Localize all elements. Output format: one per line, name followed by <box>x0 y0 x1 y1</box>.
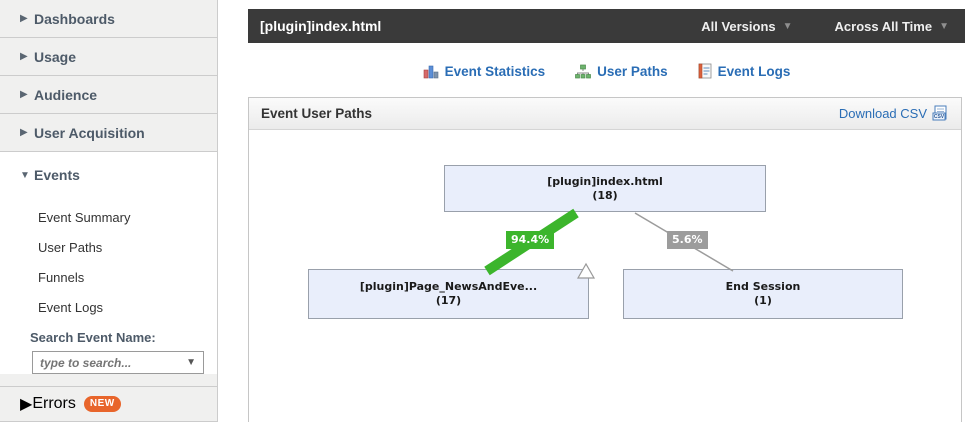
chevron-down-icon: ▼ <box>20 169 30 181</box>
node-count: (1) <box>754 294 772 307</box>
sidebar-item-label: User Acquisition <box>34 124 145 141</box>
log-icon <box>698 63 712 79</box>
search-event-name-label: Search Event Name: <box>30 330 156 345</box>
versions-dropdown[interactable]: All Versions ▼ <box>701 19 792 34</box>
versions-dropdown-label: All Versions <box>701 18 776 34</box>
sidebar-item-label: Audience <box>34 86 98 103</box>
node-label: End Session <box>725 280 801 293</box>
edge-percent-gray: 5.6% <box>667 231 708 249</box>
submenu-item-user-paths[interactable]: User Paths <box>38 239 103 255</box>
submenu-item-event-logs[interactable]: Event Logs <box>38 299 104 315</box>
node-count: (18) <box>592 188 618 202</box>
tab-event-logs[interactable]: Event Logs <box>698 63 791 79</box>
chevron-right-icon: ▶ <box>20 127 28 138</box>
sidebar: ▶ Dashboards ▶ Usage ▶ Audience ▶ User A… <box>0 0 218 422</box>
download-csv-link[interactable]: Download CSV CSV <box>839 105 949 122</box>
path-node-child-1[interactable]: End Session (1) <box>623 269 903 319</box>
submenu-item-funnels[interactable]: Funnels <box>38 269 85 285</box>
tab-user-paths[interactable]: User Paths <box>575 64 668 79</box>
time-range-dropdown-label: Across All Time <box>834 18 933 34</box>
panel-header: Event User Paths Download CSV CSV <box>249 98 961 130</box>
event-view-tabs: Event Statistics User Paths Event Logs <box>248 59 965 83</box>
node-label: [plugin]index.html <box>547 174 663 188</box>
sidebar-item-audience[interactable]: ▶ Audience <box>0 76 217 114</box>
event-search-input[interactable] <box>40 355 170 370</box>
node-label: [plugin]Page_NewsAndEve... <box>359 280 538 293</box>
tab-label: User Paths <box>597 63 668 79</box>
sidebar-item-events[interactable]: ▼ Events <box>0 152 217 198</box>
chevron-right-icon: ▶ <box>20 13 28 24</box>
chevron-down-icon: ▼ <box>782 20 793 32</box>
sidebar-item-label: Dashboards <box>34 10 115 27</box>
path-node-child-0[interactable]: [plugin]Page_NewsAndEve... (17) <box>308 269 589 319</box>
edge-percent-green: 94.4% <box>506 231 555 249</box>
chevron-right-icon: ▶ <box>20 89 28 100</box>
new-badge: NEW <box>83 396 121 412</box>
chevron-down-icon[interactable]: ▼ <box>186 357 196 368</box>
events-submenu: Event Summary User Paths Funnels Event L… <box>0 198 217 374</box>
chevron-down-icon: ▼ <box>939 20 949 32</box>
event-search-combobox[interactable]: ▼ <box>32 351 204 374</box>
sidebar-item-label: Events <box>34 167 80 183</box>
event-title: [plugin]index.html <box>260 18 382 34</box>
panel-title: Event User Paths <box>261 106 373 121</box>
time-range-dropdown[interactable]: Across All Time ▼ <box>835 19 949 34</box>
tab-event-statistics[interactable]: Event Statistics <box>423 63 546 79</box>
node-count: (17) <box>435 294 462 307</box>
download-csv-label: Download CSV <box>838 106 927 121</box>
chevron-right-icon: ▶ <box>20 51 28 62</box>
sidebar-item-dashboards[interactable]: ▶ Dashboards <box>0 0 217 38</box>
bar-chart-icon <box>423 65 438 78</box>
sidebar-item-user-acquisition[interactable]: ▶ User Acquisition <box>0 114 217 152</box>
tree-icon <box>575 64 591 78</box>
csv-file-icon: CSV <box>932 105 947 121</box>
submenu-item-event-summary[interactable]: Event Summary <box>38 209 131 225</box>
sidebar-item-label: Usage <box>34 48 77 65</box>
event-header-bar: [plugin]index.html All Versions ▼ Across… <box>248 9 965 43</box>
tab-label: Event Logs <box>717 63 791 79</box>
user-paths-diagram: [plugin]index.html (18) [plugin]Page_New… <box>249 130 961 422</box>
chevron-right-icon: ▶ <box>20 396 33 413</box>
svg-text:CSV: CSV <box>934 114 945 120</box>
event-user-paths-panel: Event User Paths Download CSV CSV [plugi… <box>248 97 962 422</box>
sidebar-item-usage[interactable]: ▶ Usage <box>0 38 217 76</box>
sidebar-item-errors[interactable]: ▶ Errors NEW <box>0 386 217 422</box>
path-node-root[interactable]: [plugin]index.html (18) <box>444 165 766 212</box>
tab-label: Event Statistics <box>444 63 546 79</box>
sidebar-item-label: Errors <box>32 395 76 412</box>
